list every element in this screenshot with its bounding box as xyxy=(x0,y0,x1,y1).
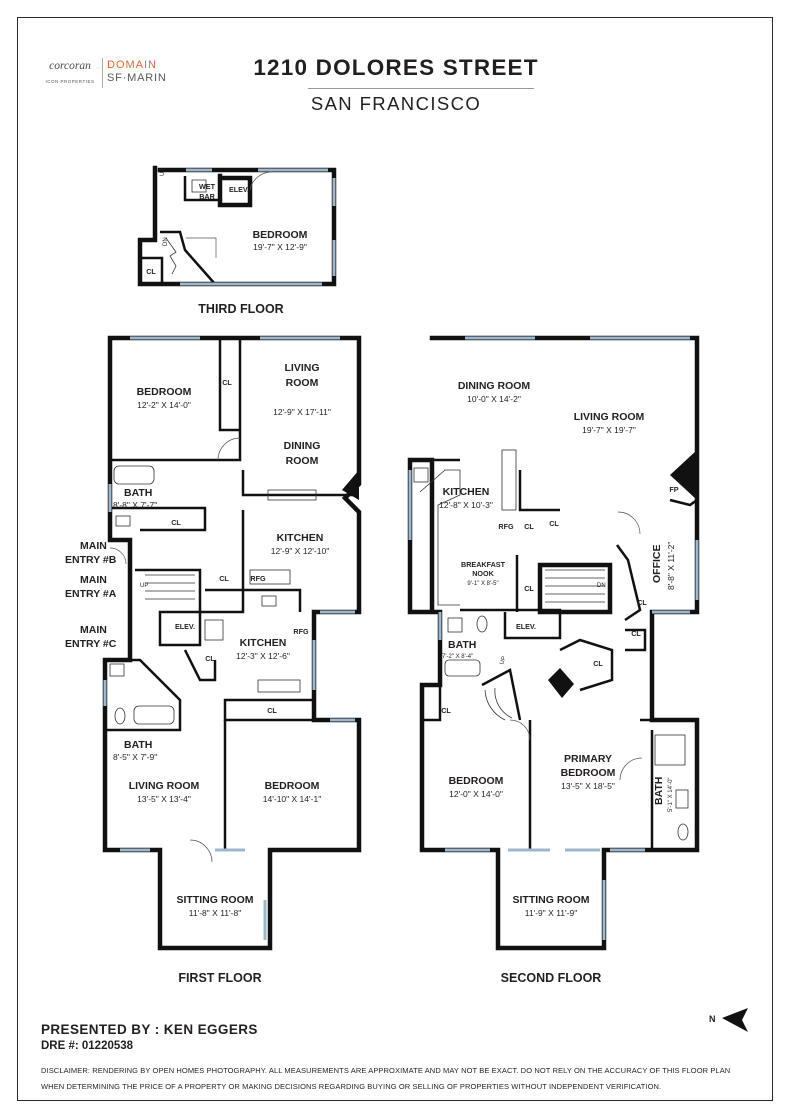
second-kitchen-label: KITCHEN xyxy=(443,486,490,498)
second-bath-side-label: BATH xyxy=(653,777,665,805)
third-bar-label: BAR xyxy=(199,192,215,201)
entry-b-label-2: ENTRY #B xyxy=(65,554,117,566)
second-bath-label: BATH xyxy=(448,639,476,651)
first-rfg-label-2: RFG xyxy=(293,627,309,636)
first-living1-label-b: ROOM xyxy=(286,377,319,389)
second-closet-label-3: CL xyxy=(524,584,534,593)
property-city: SAN FRANCISCO xyxy=(310,93,482,114)
first-floor-plan: BEDROOM 12'-2" X 14'-0" CL LIVING ROOM 1… xyxy=(65,335,362,985)
entry-a-label-1: MAIN xyxy=(80,574,107,586)
second-dining-dim: 10'-0" X 14'-2" xyxy=(467,394,521,404)
third-elev-label: ELEV. xyxy=(229,185,249,194)
second-living-label: LIVING ROOM xyxy=(574,411,645,423)
entry-c-label-2: ENTRY #C xyxy=(65,638,117,650)
compass-n-label: N xyxy=(709,1014,716,1024)
second-nook-label-1: BREAKFAST xyxy=(461,560,506,569)
entry-c-label-1: MAIN xyxy=(80,624,107,636)
second-living-dim: 19'-7" X 19'-7" xyxy=(582,425,636,435)
entry-b-label-1: MAIN xyxy=(80,540,107,552)
third-wet-label: WET xyxy=(199,182,216,191)
first-rfg-label-1: RFG xyxy=(250,574,266,583)
second-floor-plan: DINING ROOM 10'-0" X 14'-2" LIVING ROOM … xyxy=(407,335,700,985)
second-primary-dim: 13'-5" X 18'-5" xyxy=(561,781,615,791)
first-living2-dim: 13'-5" X 13'-4" xyxy=(137,794,191,804)
second-nook-label-2: NOOK xyxy=(472,569,494,578)
first-bath2-dim: 8'-5" X 7'-9" xyxy=(113,752,157,762)
second-bath-side-dim: 5'-1" X 14'-0" xyxy=(668,777,674,812)
first-elev-label: ELEV. xyxy=(175,622,195,631)
property-address: 1210 DOLORES STREET xyxy=(253,55,539,80)
third-floor-title: THIRD FLOOR xyxy=(198,302,283,316)
first-bedroom1-dim: 12'-2" X 14'-0" xyxy=(137,400,191,410)
entry-a-label-2: ENTRY #A xyxy=(65,588,117,600)
corcoran-logo-sub: ICON PROPERTIES xyxy=(45,79,95,84)
second-bedroom-dim: 12'-0" X 14'-0" xyxy=(449,789,503,799)
third-up-label: UP xyxy=(160,168,166,176)
first-floor-title: FIRST FLOOR xyxy=(178,971,261,985)
first-bath1-label: BATH xyxy=(124,487,152,499)
second-closet-label-4: CL xyxy=(637,598,647,607)
second-sitting-label: SITTING ROOM xyxy=(513,894,590,906)
first-living1-dim: 12'-9" X 17'-11" xyxy=(273,407,331,417)
second-closet-label-6: CL xyxy=(593,659,603,668)
second-rfg-label: RFG xyxy=(498,522,514,531)
first-closet-label-5: CL xyxy=(267,706,277,715)
second-primary-label-1: PRIMARY xyxy=(564,753,612,765)
second-bath-dim: 7'-2" X 8'-4" xyxy=(442,654,473,660)
corcoran-logo: corcoran xyxy=(49,60,91,72)
first-closet-label-4: CL xyxy=(205,654,215,663)
page-border xyxy=(17,17,773,1101)
first-living1-label-a: LIVING xyxy=(284,362,319,374)
second-nook-dim: 9'-1" X 8'-5" xyxy=(467,581,498,587)
second-closet-label-7: CL xyxy=(441,706,451,715)
first-closet-label-2: CL xyxy=(171,518,181,527)
second-office-label: OFFICE xyxy=(651,545,663,584)
first-sitting-dim: 11'-8" X 11'-8" xyxy=(189,908,241,918)
first-bath2-label: BATH xyxy=(124,739,152,751)
first-kitchen1-dim: 12'-9" X 12'-10" xyxy=(271,546,329,556)
third-closet-label: CL xyxy=(146,267,156,276)
first-kitchen2-dim: 12'-3" X 12'-6" xyxy=(236,651,290,661)
first-closet-label-3: CL xyxy=(219,574,229,583)
second-bedroom-label: BEDROOM xyxy=(449,775,504,787)
domain-logo-sub: SF·MARIN xyxy=(107,72,167,84)
second-up-label: UP xyxy=(499,656,507,666)
first-dining1-label-b: ROOM xyxy=(286,455,319,467)
domain-logo: DOMAIN xyxy=(107,59,157,71)
third-bedroom-label: BEDROOM xyxy=(253,229,308,241)
second-closet-label-1: CL xyxy=(524,522,534,531)
presented-by: PRESENTED BY : KEN EGGERS xyxy=(41,1022,258,1037)
third-dn-label: DN xyxy=(163,237,169,246)
second-closet-label-5: CL xyxy=(631,629,641,638)
first-up-label: UP xyxy=(140,583,148,589)
logo-divider xyxy=(102,58,103,88)
first-sitting-label: SITTING ROOM xyxy=(177,894,254,906)
third-floor-plan: UP WET BAR ELEV. BEDROOM 19'-7" X 12'-9"… xyxy=(137,165,337,316)
first-bedroom2-dim: 14'-10" X 14'-1" xyxy=(263,794,321,804)
first-closet-label-1: CL xyxy=(222,378,232,387)
third-bedroom-dim: 19'-7" X 12'-9" xyxy=(253,242,307,252)
second-sitting-dim: 11'-9" X 11'-9" xyxy=(525,908,577,918)
second-dining-label: DINING ROOM xyxy=(458,380,531,392)
second-fireplace-label: FP xyxy=(669,485,678,494)
disclaimer: DISCLAIMER: RENDERING BY OPEN HOMES PHOT… xyxy=(41,1066,731,1091)
second-closet-label-2: CL xyxy=(549,519,559,528)
first-bedroom2-label: BEDROOM xyxy=(265,780,320,792)
second-floor-title: SECOND FLOOR xyxy=(501,971,602,985)
dre-number: DRE #: 01220538 xyxy=(41,1040,134,1052)
second-office-dim: 8'-8" X 11'-2" xyxy=(666,542,676,590)
second-elev-label: ELEV. xyxy=(516,622,536,631)
north-arrow-icon: N xyxy=(709,1008,748,1032)
first-bedroom1-label: BEDROOM xyxy=(137,386,192,398)
second-kitchen-dim: 12'-8" X 10'-3" xyxy=(439,500,493,510)
second-dn-label: DN xyxy=(597,583,606,589)
header-divider xyxy=(308,88,534,89)
first-living2-label: LIVING ROOM xyxy=(129,780,200,792)
second-primary-label-2: BEDROOM xyxy=(561,767,616,779)
first-kitchen2-label: KITCHEN xyxy=(240,637,287,649)
first-bath1-dim: 8'-8" X 7'-7" xyxy=(113,500,157,510)
first-dining1-label-a: DINING xyxy=(284,440,321,452)
first-kitchen1-label: KITCHEN xyxy=(277,532,324,544)
